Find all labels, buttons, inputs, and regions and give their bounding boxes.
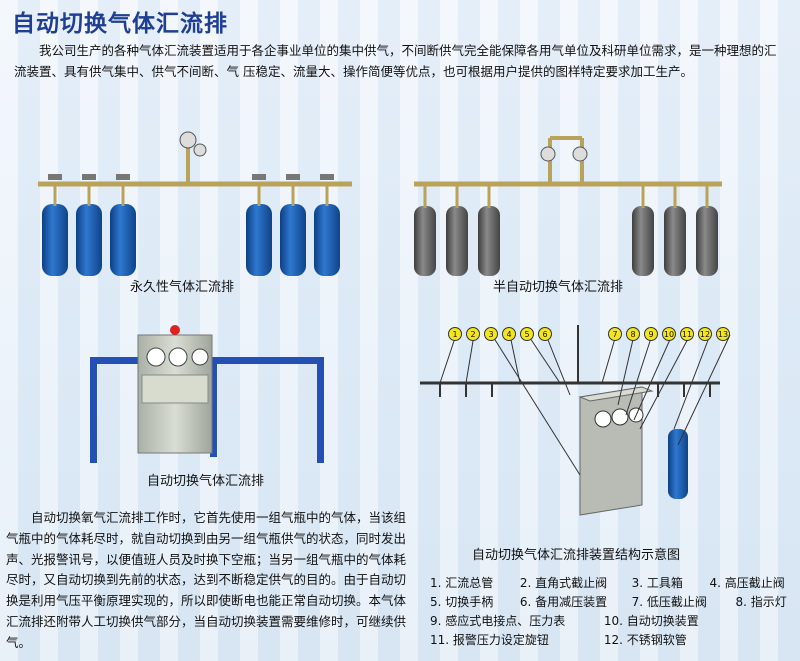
- legend-row: 9. 感应式电接点、压力表 10. 自动切换装置: [430, 612, 798, 631]
- permanent-manifold-figure: [38, 131, 352, 276]
- blue-cylinder-group-left: [42, 204, 136, 276]
- callout-6: 6: [538, 327, 552, 341]
- legend-item: 12. 不锈钢软管: [603, 633, 687, 647]
- caption-auto-manifold: 自动切换气体汇流排: [147, 474, 265, 489]
- callout-7: 7: [608, 327, 622, 341]
- legend-item: 1. 汇流总管: [430, 576, 494, 590]
- gray-cylinder-group-left: [414, 206, 500, 276]
- legend-row: 5. 切换手柄 6. 备用减压装置 7. 低压截止阀 8. 指示灯: [430, 593, 798, 612]
- legend-row: 11. 报警压力设定旋钮 12. 不锈钢软管: [430, 631, 798, 650]
- callout-11: 11: [680, 327, 694, 341]
- auto-manifold-figure: [90, 325, 324, 463]
- description-paragraph: 自动切换氧气汇流排工作时，它首先使用一组气瓶中的气体，当该组气瓶中的气体耗尽时，…: [6, 510, 407, 650]
- callout-3: 3: [484, 327, 498, 341]
- legend-item: 7. 低压截止阀: [631, 595, 707, 609]
- page-title: 自动切换气体汇流排: [12, 11, 228, 37]
- blue-cylinder-group-right: [246, 204, 340, 276]
- callout-leader-lines: [439, 334, 731, 476]
- parts-legend: 1. 汇流总管 2. 直角式截止阀 3. 工具箱 4. 高压截止阀 5. 切换手…: [430, 574, 798, 650]
- legend-item: 8. 指示灯: [735, 595, 787, 609]
- legend-item: 2. 直角式截止阀: [519, 576, 608, 590]
- callout-12: 12: [698, 327, 712, 341]
- gray-cylinder-group-right: [632, 206, 718, 276]
- legend-item: 10. 自动切换装置: [603, 614, 699, 628]
- caption-structure-diagram: 自动切换气体汇流排装置结构示意图: [472, 548, 681, 563]
- legend-item: 11. 报警压力设定旋钮: [430, 633, 549, 647]
- callout-5: 5: [520, 327, 534, 341]
- legend-row: 1. 汇流总管 2. 直角式截止阀 3. 工具箱 4. 高压截止阀: [430, 574, 798, 593]
- callout-10: 10: [662, 327, 676, 341]
- caption-permanent-manifold: 永久性气体汇流排: [130, 280, 235, 295]
- callout-8: 8: [626, 327, 640, 341]
- legend-item: 4. 高压截止阀: [709, 576, 785, 590]
- callout-4: 4: [502, 327, 516, 341]
- callout-13: 13: [716, 327, 730, 341]
- caption-semi-auto-manifold: 半自动切换气体汇流排: [493, 280, 624, 295]
- callout-2: 2: [466, 327, 480, 341]
- callout-1: 1: [448, 327, 462, 341]
- intro-paragraph: 我公司生产的各种气体汇流装置适用于各企事业单位的集中供气，不间断供气完全能保障各…: [14, 43, 777, 79]
- legend-item: 3. 工具箱: [631, 576, 683, 590]
- structure-diagram: [420, 325, 731, 516]
- legend-item: 9. 感应式电接点、压力表: [430, 614, 566, 628]
- semi-auto-manifold-figure: [414, 136, 722, 276]
- legend-item: 5. 切换手柄: [430, 595, 494, 609]
- legend-item: 6. 备用减压装置: [519, 595, 608, 609]
- callout-9: 9: [644, 327, 658, 341]
